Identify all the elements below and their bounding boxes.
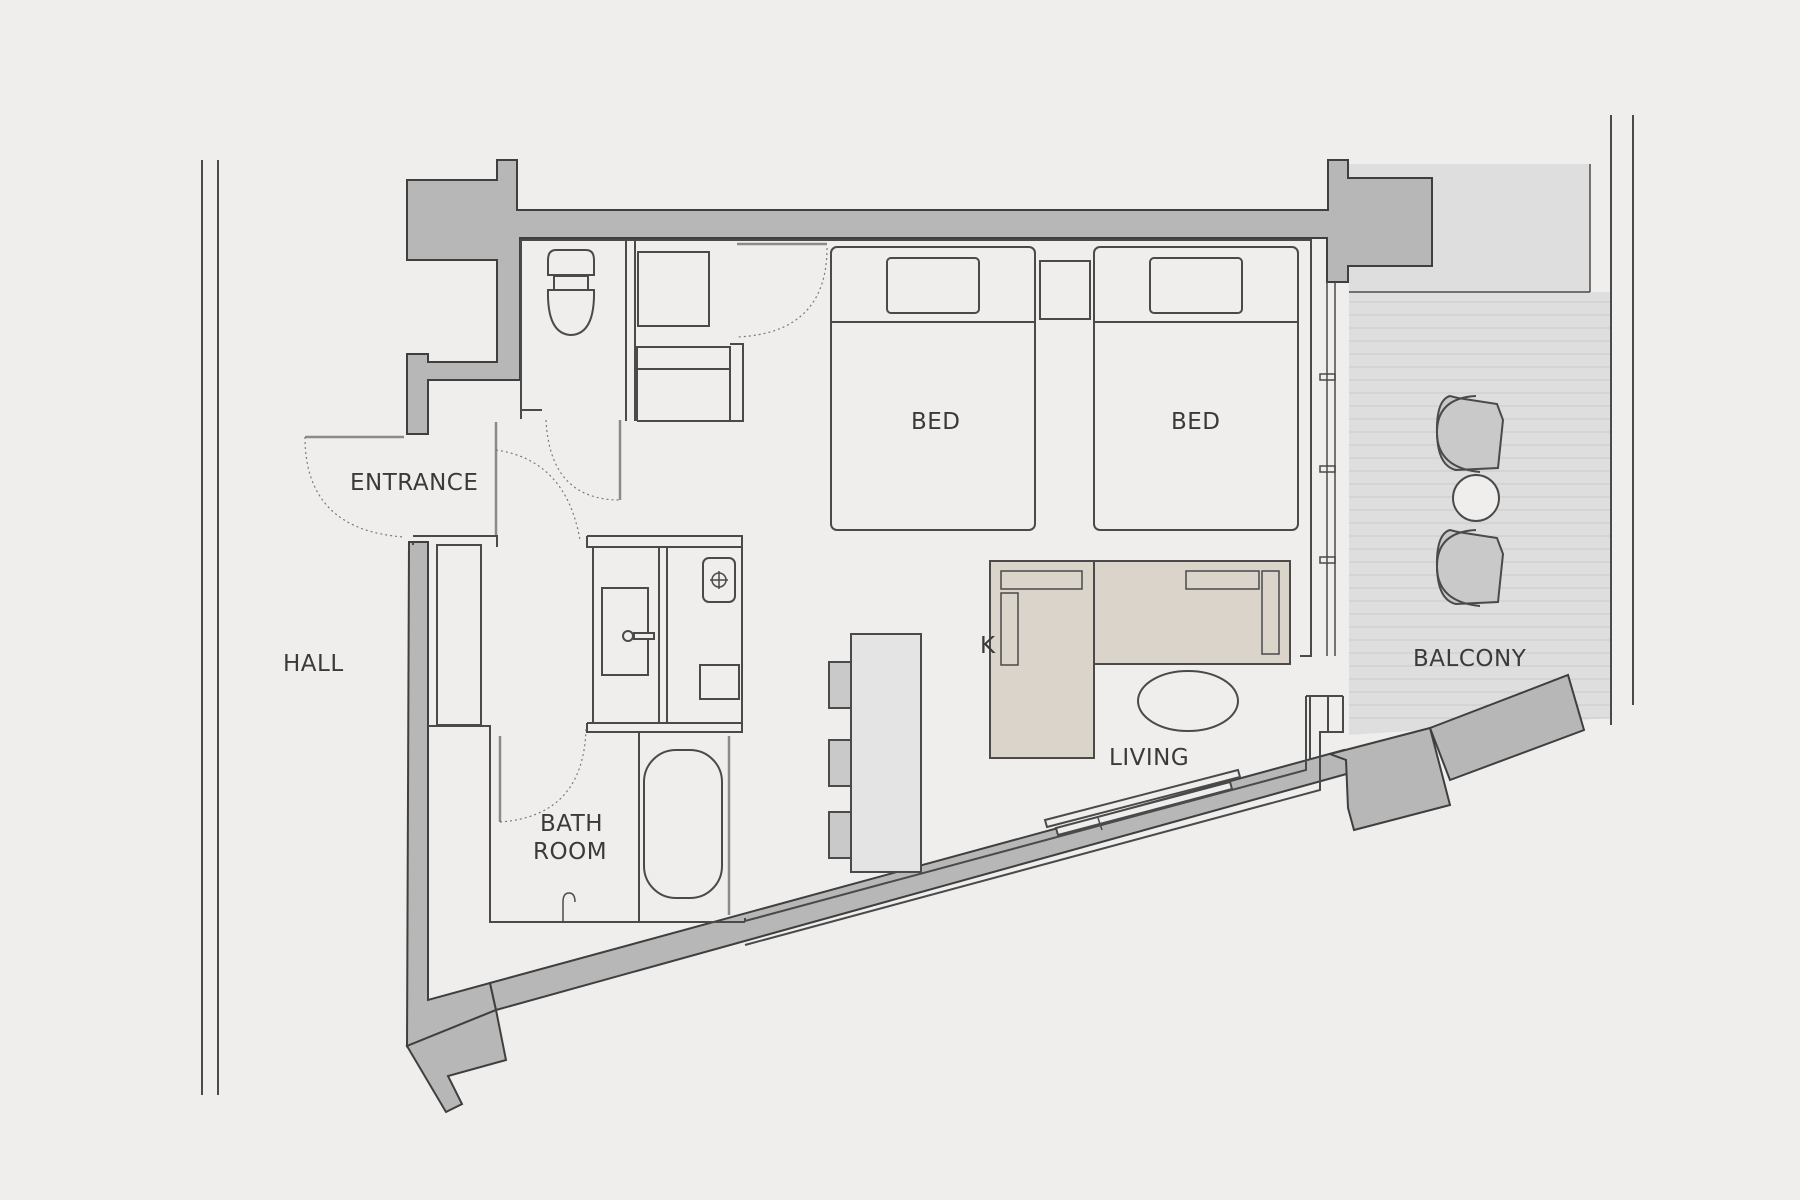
sofa	[989, 560, 1291, 759]
bathtub	[489, 732, 745, 923]
coffee-table	[1137, 670, 1239, 732]
label-entrance: ENTRANCE	[350, 470, 478, 496]
label-living: LIVING	[1109, 745, 1189, 771]
closet	[625, 240, 744, 422]
tv-cabinet	[1043, 768, 1242, 837]
interior-outline	[520, 239, 1344, 946]
hall-corridor	[201, 160, 219, 1095]
label-bath-line1: BATH	[540, 811, 603, 837]
balcony-furniture	[1435, 394, 1505, 607]
label-bath-line2: ROOM	[533, 839, 607, 865]
label-balcony: BALCONY	[1413, 646, 1527, 672]
nightstand	[1039, 260, 1091, 320]
label-bed-left: BED	[911, 409, 961, 435]
label-hall: HALL	[283, 651, 344, 677]
doors	[304, 242, 828, 823]
bed-left	[830, 246, 1036, 531]
window-right	[1319, 282, 1336, 656]
bed-right	[1093, 246, 1299, 531]
label-bed-right: BED	[1171, 409, 1221, 435]
balcony-railing	[1610, 115, 1634, 725]
vanity	[412, 535, 743, 737]
toilet	[546, 249, 596, 337]
room-labels: HALL ENTRANCE BED BED BATH ROOM LIVING B…	[283, 409, 1527, 865]
bar-counter	[828, 633, 922, 873]
label-partial-k: K	[980, 633, 996, 659]
